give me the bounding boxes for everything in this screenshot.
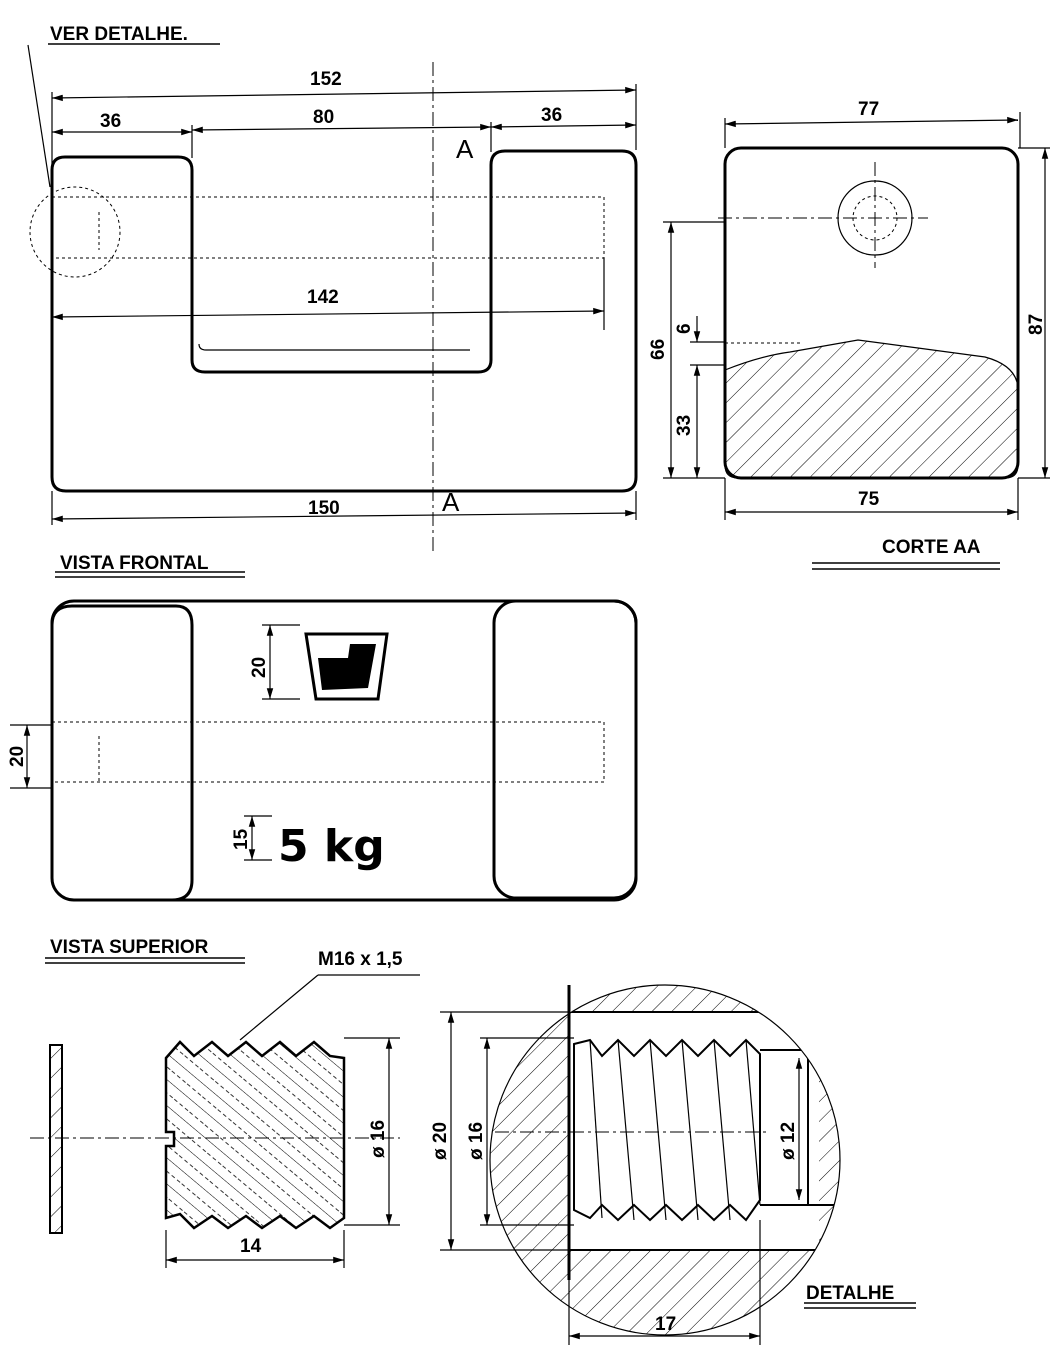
dim-outer-dia: ø 20 — [430, 1122, 451, 1160]
dim-left-leg: 36 — [100, 111, 121, 132]
plug-disc — [49, 1044, 63, 1234]
dim-detail-length: 17 — [655, 1314, 676, 1335]
dim-thread-dia: ø 16 — [466, 1122, 487, 1160]
vista-frontal-label: VISTA FRONTAL — [60, 553, 209, 574]
thread-spec: M16 x 1,5 — [318, 949, 403, 970]
vista-superior-label: VISTA SUPERIOR — [50, 937, 209, 958]
dim-right-leg: 36 — [541, 105, 562, 126]
dim-fill-height: 33 — [674, 415, 695, 436]
ver-detalhe-label: VER DETALHE. — [50, 24, 188, 45]
dim-overall-bottom: 150 — [308, 498, 340, 519]
dim-fill-gap: 6 — [674, 323, 695, 334]
dim-text-height: 15 — [231, 828, 252, 850]
detail-callout-circle — [29, 186, 121, 278]
dim-inner-dia: ø 12 — [778, 1122, 799, 1160]
top-view — [10, 599, 638, 902]
dim-overall-top: 152 — [310, 69, 342, 90]
dim-slot: 80 — [313, 107, 334, 128]
detalhe-label: DETALHE — [806, 1283, 894, 1304]
dim-plug-length: 14 — [240, 1236, 262, 1257]
section-marker-bottom: A — [442, 487, 460, 517]
dim-height: 87 — [1026, 314, 1047, 335]
threaded-plug — [30, 974, 420, 1268]
corte-aa-label: CORTE AA — [882, 537, 981, 558]
dim-width-top: 77 — [858, 99, 879, 120]
dim-bore-dia: 20 — [7, 746, 28, 767]
front-view — [27, 44, 638, 555]
section-aa-view — [663, 112, 1050, 520]
detail-view — [440, 984, 841, 1345]
mass-marking: 5 kg — [278, 821, 385, 872]
dim-bore-center: 66 — [648, 339, 669, 360]
dim-width-bottom: 75 — [858, 489, 880, 510]
section-marker-top: A — [456, 134, 474, 164]
dim-logo-height: 20 — [249, 657, 270, 678]
dim-plug-dia: ø 16 — [368, 1120, 389, 1158]
dim-bore-depth: 142 — [307, 287, 339, 308]
